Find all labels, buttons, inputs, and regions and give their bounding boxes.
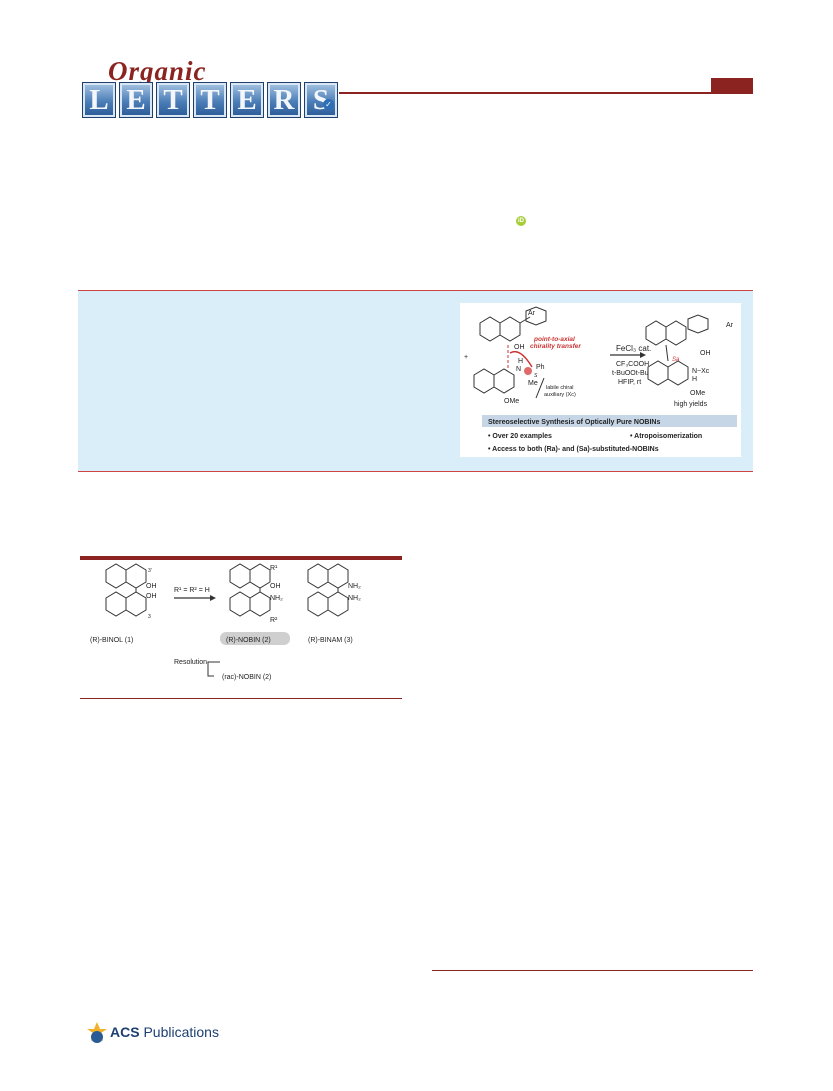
condition-3: HFIP, rt xyxy=(618,379,641,386)
toc-graphic: Ar OH + H N point-to-axial chirality tra… xyxy=(460,303,741,457)
hydroxyl-label: OH xyxy=(514,344,525,351)
product-methoxy-label: OMe xyxy=(690,390,705,397)
figure-top-rule xyxy=(80,556,402,560)
binol-oh-bottom: OH xyxy=(146,593,157,600)
logo-tile: L xyxy=(82,82,116,118)
logo-tile: E xyxy=(230,82,264,118)
transfer-label-1: point-to-axial xyxy=(533,336,575,343)
footnote-rule xyxy=(432,970,753,971)
toc-banner: Stereoselective Synthesis of Optically P… xyxy=(488,419,660,426)
nobin-r1-label: R¹ xyxy=(270,565,278,572)
binol-position-3: 3 xyxy=(148,614,151,620)
journal-letters-logo: L E T T E R S xyxy=(82,82,338,118)
auxiliary-label-2: auxiliary (Xc) xyxy=(544,392,576,398)
figure-bottom-rule xyxy=(80,698,402,699)
figure-1-structures: OH OH 3′ 3 (R)-BINOL (1) R¹ = R² = H R¹ … xyxy=(90,563,361,681)
logo-tile: S xyxy=(304,82,338,118)
binol-label: (R)-BINOL (1) xyxy=(90,637,133,644)
acs-publications-wordmark[interactable]: ACS Publications xyxy=(110,1024,219,1040)
logo-tile: E xyxy=(119,82,153,118)
nobin-nh2-label: NH₂ xyxy=(270,595,283,602)
logo-tile: T xyxy=(193,82,227,118)
condition-2: t-BuOOt-Bu xyxy=(612,370,649,377)
yield-label: high yields xyxy=(674,401,708,408)
product-h-label: H xyxy=(692,376,697,383)
open-access-check-icon[interactable]: ✓ xyxy=(323,99,334,110)
sa-label: Sa xyxy=(672,357,680,363)
binam-nh2-bottom: NH₂ xyxy=(348,595,361,602)
product-aryl-label: Ar xyxy=(726,322,734,329)
phenyl-label: Ph xyxy=(536,364,545,371)
nobin-r2-label: R² xyxy=(270,617,278,624)
toc-bullet-3: • Access to both (Ra)- and (Sa)-substitu… xyxy=(488,446,659,453)
journal-script-logo: Organic xyxy=(108,56,207,86)
methoxy-label: OMe xyxy=(504,398,519,405)
resolution-label: Resolution xyxy=(174,659,207,666)
nobin-oh-label: OH xyxy=(270,583,281,590)
logo-tile: R xyxy=(267,82,301,118)
sulfur-label: S xyxy=(534,373,538,379)
amine-n-label: N xyxy=(516,366,521,373)
aryl-label: Ar xyxy=(528,310,536,317)
acs-logo-icon xyxy=(87,1022,107,1043)
methyl-label: Me xyxy=(528,380,538,387)
header-rule xyxy=(339,92,753,94)
toc-bullet-2: • Atropoisomerization xyxy=(630,433,702,440)
publications-label: Publications xyxy=(143,1024,219,1040)
reaction-scheme: Ar OH + H N point-to-axial chirality tra… xyxy=(464,306,737,453)
binam-label: (R)-BINAM (3) xyxy=(308,637,353,644)
orcid-icon[interactable]: iD xyxy=(516,216,526,226)
resolution-arrow-label: R¹ = R² = H xyxy=(174,587,210,594)
nobin-label: (R)-NOBIN (2) xyxy=(226,637,271,644)
transfer-label-2: chirality transfer xyxy=(530,343,581,350)
logo-tile: T xyxy=(156,82,190,118)
auxiliary-label-1: labile chiral xyxy=(546,385,574,391)
amine-h-label: H xyxy=(518,358,523,365)
condition-1: CF₃COOH xyxy=(616,361,649,368)
binol-position-3p: 3′ xyxy=(148,568,152,574)
toc-bullet-1: • Over 20 examples xyxy=(488,433,552,440)
product-hydroxyl-label: OH xyxy=(700,350,711,357)
binol-oh-top: OH xyxy=(146,583,157,590)
product-nxc-label: N−Xc xyxy=(692,368,710,375)
catalyst-label: FeCl₃ cat. xyxy=(616,344,651,353)
header-tab xyxy=(711,78,753,93)
acs-label: ACS xyxy=(110,1024,140,1040)
plus-sign: + xyxy=(464,354,468,361)
binam-nh2-top: NH₂ xyxy=(348,583,361,590)
rac-nobin-label: (rac)-NOBIN (2) xyxy=(222,674,271,681)
